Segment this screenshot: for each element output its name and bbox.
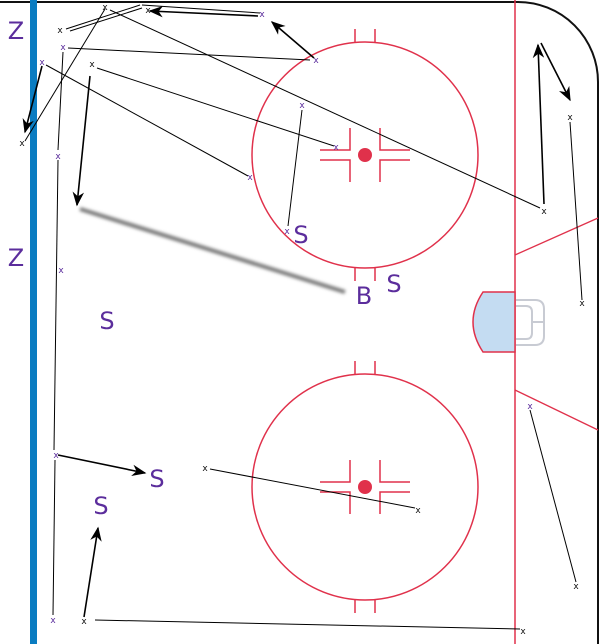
pass-line [109, 9, 541, 209]
faceoff-circle-top [251, 29, 479, 281]
pass-line [65, 4, 141, 30]
blue-line [30, 0, 37, 644]
goal-crease [472, 291, 516, 353]
puck-marker: x [541, 207, 547, 217]
player-marker: x [55, 152, 61, 162]
player-marker: x [39, 58, 45, 68]
movement-arrow [148, 5, 259, 18]
puck-marker: x [202, 464, 208, 474]
puck-marker: x [102, 3, 108, 13]
trapezoid-line-bottom [514, 389, 599, 431]
movement-arrow [270, 21, 315, 59]
player-marker: x [247, 173, 253, 183]
faceoff-circle-bottom [251, 361, 479, 613]
trapezoid-line-top [514, 217, 599, 256]
faceoff-dot [358, 148, 372, 162]
player-label-s: S [93, 492, 108, 520]
player-marker: x [527, 402, 533, 412]
goal-net [516, 299, 545, 346]
pass-line [67, 47, 311, 61]
movement-arrow [540, 42, 571, 102]
player-label-s: S [99, 307, 114, 335]
puck-marker: x [567, 113, 573, 123]
player-marker: x [53, 451, 59, 461]
puck-marker: x [573, 582, 579, 592]
pass-line [96, 67, 335, 147]
player-marker: x [333, 143, 339, 153]
player-label-z: Z [8, 17, 24, 45]
pass-line [69, 7, 143, 32]
movement-arrow [83, 526, 102, 618]
puck-marker: x [89, 60, 95, 70]
puck-marker: x [57, 26, 63, 36]
player-marker: x [58, 266, 64, 276]
pass-line [529, 409, 577, 583]
pass-line [94, 619, 521, 630]
player-marker: x [313, 56, 319, 66]
faceoff-dot [358, 480, 372, 494]
player-marker: x [299, 101, 305, 111]
player-marker: x [284, 227, 290, 237]
movement-arrow [57, 454, 147, 477]
puck-marker: x [81, 617, 87, 627]
puck-marker: x [579, 299, 585, 309]
pass-line [53, 159, 59, 451]
player-marker: x [50, 616, 56, 626]
movement-arrow [22, 65, 43, 134]
player-label-b: B [356, 282, 372, 310]
pass-shadow-line [79, 207, 346, 294]
movement-arrow [532, 43, 545, 205]
pass-line [209, 468, 416, 509]
player-label-s: S [149, 465, 164, 493]
puck-marker: x [19, 139, 25, 149]
movement-arrow [72, 75, 91, 207]
player-label-s: S [386, 270, 401, 298]
player-marker: x [259, 10, 265, 20]
puck-marker: x [520, 627, 526, 637]
pass-line [45, 64, 249, 177]
pass-line [57, 51, 64, 151]
puck-marker: x [145, 6, 151, 16]
pass-line [287, 109, 303, 227]
pass-line [569, 121, 583, 301]
puck-marker: x [415, 506, 421, 516]
player-marker: x [60, 43, 66, 53]
player-label-z: Z [8, 244, 24, 272]
player-label-s: S [293, 221, 308, 249]
pass-line [52, 459, 56, 616]
